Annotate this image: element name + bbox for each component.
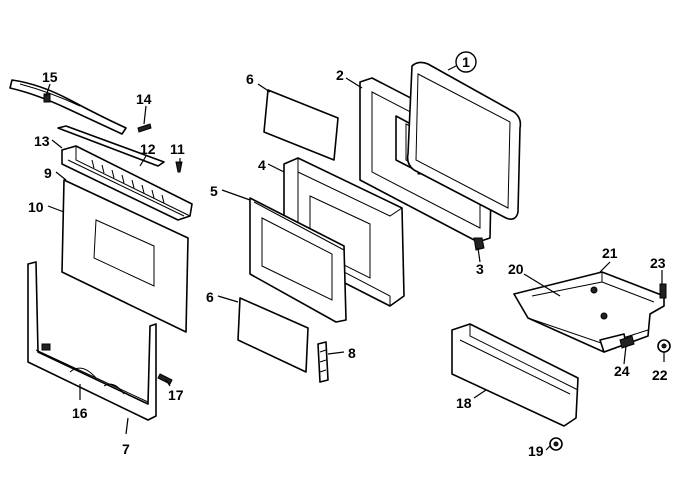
vent-slots bbox=[91, 159, 165, 204]
callout-24: 24 bbox=[614, 363, 630, 379]
part-door-glass bbox=[61, 179, 189, 333]
callout-2: 2 bbox=[336, 67, 344, 83]
leader-lines bbox=[45, 65, 665, 451]
part-nut-22 bbox=[657, 339, 671, 353]
part-glass-pane-lower bbox=[237, 297, 309, 373]
callout-21: 21 bbox=[602, 245, 618, 261]
callout-1-circle bbox=[455, 51, 477, 73]
callout-9: 9 bbox=[44, 165, 52, 181]
callout-14: 14 bbox=[136, 91, 152, 107]
callout-23: 23 bbox=[650, 255, 666, 271]
part-drawer bbox=[513, 271, 665, 353]
callout-15: 15 bbox=[42, 69, 58, 85]
callout-13: 13 bbox=[34, 133, 50, 149]
part-clip-3 bbox=[473, 237, 485, 251]
part-bracket-8 bbox=[317, 341, 329, 383]
callout-6-lower: 6 bbox=[206, 289, 214, 305]
callout-5: 5 bbox=[210, 183, 218, 199]
part-inner-door-panel bbox=[249, 197, 347, 323]
callout-17: 17 bbox=[168, 387, 184, 403]
callout-20: 20 bbox=[508, 261, 524, 277]
callout-7: 7 bbox=[122, 441, 130, 457]
callout-22: 22 bbox=[652, 367, 668, 383]
callout-8: 8 bbox=[348, 345, 356, 361]
part-foot-19 bbox=[549, 437, 563, 451]
callout-16: 16 bbox=[72, 405, 88, 421]
part-screw-23 bbox=[659, 283, 667, 299]
part-gasket bbox=[406, 61, 522, 220]
part-screw-14 bbox=[137, 123, 152, 133]
callout-12: 12 bbox=[140, 141, 156, 157]
part-door-frame bbox=[27, 261, 157, 421]
callout-11: 11 bbox=[170, 141, 185, 157]
part-trim-strip bbox=[57, 125, 165, 167]
part-clip-11 bbox=[175, 161, 183, 173]
callout-4: 4 bbox=[258, 157, 266, 173]
callout-10: 10 bbox=[28, 199, 44, 215]
part-glide-24 bbox=[619, 335, 635, 349]
callout-19: 19 bbox=[528, 443, 544, 459]
part-screw-17 bbox=[157, 373, 173, 385]
callout-6-upper: 6 bbox=[246, 71, 254, 87]
part-glass-pane-upper bbox=[263, 89, 339, 161]
part-drawer-front bbox=[451, 323, 579, 427]
callout-labels: 1 2 3 4 5 6 6 7 8 9 10 11 12 13 14 15 16… bbox=[28, 54, 668, 459]
part-handle bbox=[9, 79, 127, 135]
callout-1: 1 bbox=[462, 54, 470, 70]
callout-18: 18 bbox=[456, 395, 472, 411]
callout-3: 3 bbox=[476, 261, 484, 277]
part-vent-panel bbox=[61, 145, 193, 221]
